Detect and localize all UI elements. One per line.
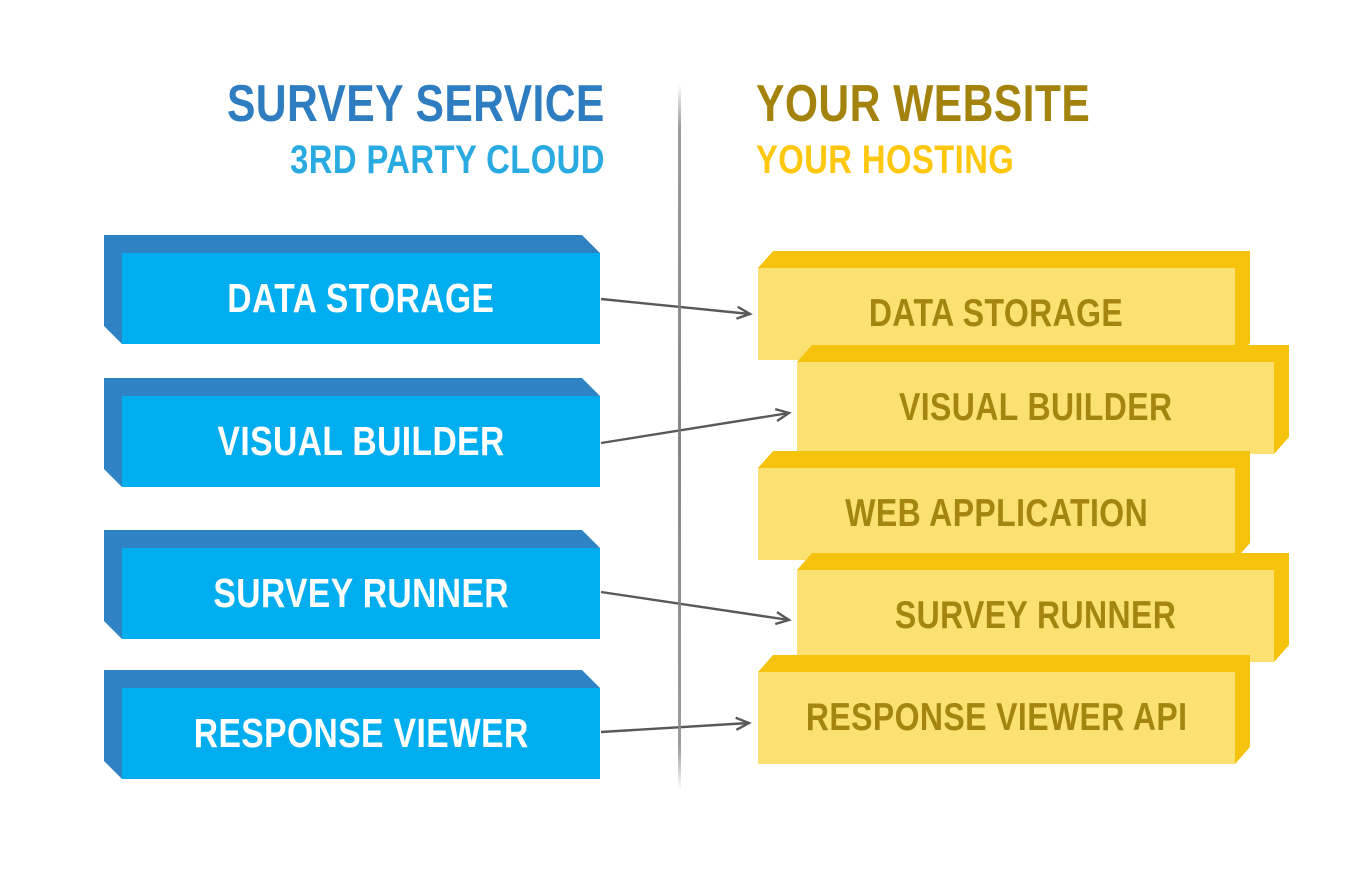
box-front-face: WEB APPLICATION (758, 468, 1235, 560)
left-column-subtitle: 3RD PARTY CLOUD (290, 138, 605, 182)
box-front-face: DATA STORAGE (122, 253, 600, 344)
box-front-face: SURVEY RUNNER (797, 570, 1274, 662)
left-box-survey-runner: SURVEY RUNNER (104, 530, 600, 639)
left-column-title: SURVEY SERVICE (227, 75, 605, 133)
right-column-header: YOUR WEBSITE YOUR HOSTING (756, 78, 1356, 180)
box-front-face: SURVEY RUNNER (122, 548, 600, 639)
box-front-face: DATA STORAGE (758, 268, 1235, 360)
box-label: SURVEY RUNNER (894, 594, 1177, 637)
column-divider-line (678, 84, 681, 790)
right-box-response-viewer-api: RESPONSE VIEWER API (758, 655, 1250, 764)
right-column-subtitle: YOUR HOSTING (756, 138, 1015, 182)
right-box-survey-runner: SURVEY RUNNER (797, 553, 1289, 662)
connector-arrow-data-storage-to-data-storage (600, 297, 753, 320)
box-front-face: VISUAL BUILDER (122, 396, 600, 487)
right-box-web-application: WEB APPLICATION (758, 451, 1250, 560)
connector-arrow-visual-builder-to-visual-builder (600, 407, 792, 445)
box-label: SURVEY RUNNER (213, 570, 509, 616)
connector-arrow-survey-runner-to-survey-runner (600, 590, 792, 626)
box-label: RESPONSE VIEWER (193, 710, 529, 756)
box-label: VISUAL BUILDER (898, 386, 1173, 429)
box-front-face: VISUAL BUILDER (797, 362, 1274, 454)
box-front-face: RESPONSE VIEWER (122, 688, 600, 779)
box-front-face: RESPONSE VIEWER API (758, 672, 1235, 764)
right-box-data-storage: DATA STORAGE (758, 251, 1250, 360)
left-box-data-storage: DATA STORAGE (104, 235, 600, 344)
box-label: VISUAL BUILDER (217, 418, 505, 464)
left-box-visual-builder: VISUAL BUILDER (104, 378, 600, 487)
box-label: DATA STORAGE (227, 275, 495, 321)
box-label: DATA STORAGE (869, 292, 1124, 335)
right-box-visual-builder: VISUAL BUILDER (797, 345, 1289, 454)
left-box-response-viewer: RESPONSE VIEWER (104, 670, 600, 779)
connector-arrow-response-viewer-to-response-viewer-api (600, 716, 752, 734)
left-column-header: SURVEY SERVICE 3RD PARTY CLOUD (0, 78, 605, 180)
box-label: WEB APPLICATION (845, 492, 1148, 535)
box-label: RESPONSE VIEWER API (805, 696, 1188, 739)
right-column-title: YOUR WEBSITE (756, 75, 1091, 133)
